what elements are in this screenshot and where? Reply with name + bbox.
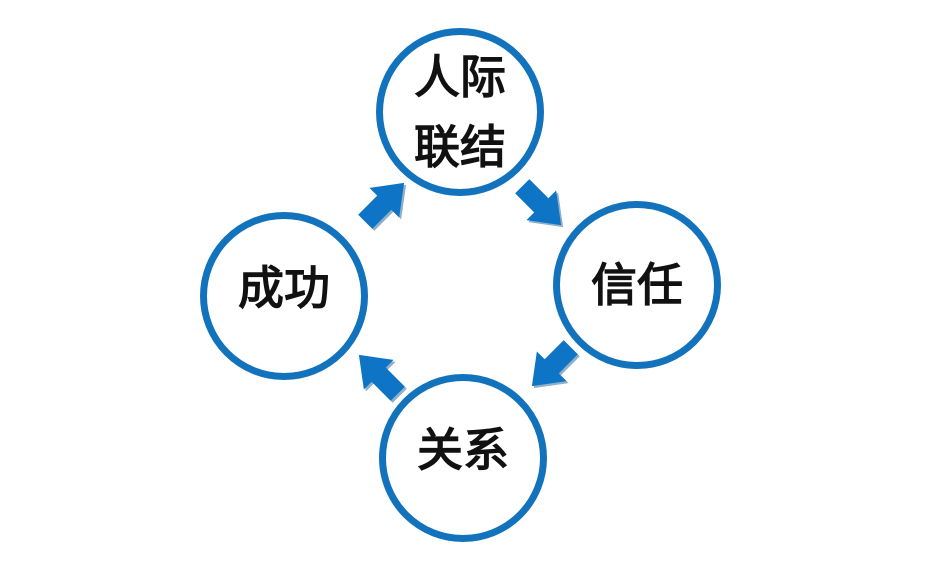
block-arrow-shape [358, 354, 405, 401]
arrow-connection-to-trust-icon [507, 171, 577, 241]
block-arrow-shape [515, 179, 562, 226]
node-label-line: 人际 [414, 51, 506, 103]
block-arrow-shape [358, 182, 405, 229]
node-label-line: 信任 [591, 259, 683, 311]
node-relationship: 关系 [379, 374, 547, 542]
node-label-line: 关系 [417, 424, 509, 476]
node-trust: 信任 [553, 201, 721, 369]
node-interpersonal-connection: 人际 联结 [376, 28, 544, 196]
block-arrow-shape [531, 340, 578, 387]
arrow-success-to-connection-icon [350, 167, 420, 237]
node-label-line: 联结 [414, 121, 506, 173]
node-success: 成功 [200, 212, 368, 380]
arrow-trust-to-relationship-icon [516, 332, 586, 402]
arrow-relationship-to-success-icon [343, 339, 413, 409]
node-label-line: 成功 [238, 262, 330, 314]
